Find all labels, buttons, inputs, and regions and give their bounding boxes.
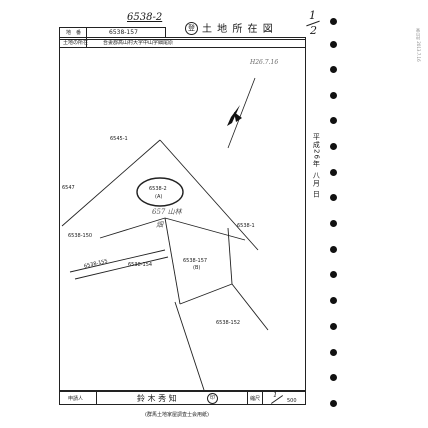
location-label: 土地の所在: [63, 40, 89, 46]
scale-value-cell: 1 500: [262, 391, 306, 405]
road-line: [69, 249, 166, 273]
page-denominator: 2: [310, 24, 317, 37]
handwritten-parcel-number: 6538-2: [127, 12, 163, 23]
side-date: 平成26年 八月 日: [312, 133, 321, 199]
parcel-label-6547: 6547: [62, 185, 75, 191]
document-title: 土 地 所 在 図: [202, 24, 274, 35]
parcel-label-6538-1: 6538-1: [237, 223, 255, 229]
scale-denominator: 500: [287, 398, 297, 404]
binder-hole: [330, 117, 337, 124]
scale-label: 縮尺: [250, 396, 261, 402]
parcel-label-6538-150: 6538-150: [68, 233, 93, 239]
binder-hole: [330, 323, 337, 330]
binder-hole: [330, 271, 337, 278]
location-value-cell: 吾妻郡高山村大字中山字細尾原: [86, 37, 306, 48]
binder-hole: [330, 349, 337, 356]
parcel-label-6538-2-sub: (A): [155, 194, 163, 200]
binder-hole: [330, 297, 337, 304]
boundary-line: [227, 227, 233, 285]
binder-hole: [330, 374, 337, 381]
binder-hole: [330, 220, 337, 227]
boundary-line: [231, 283, 269, 331]
parcel-label-6538-157: 6538-157: [183, 258, 208, 264]
north-arrow-icon: [227, 105, 240, 126]
scale-label-cell: 縮尺: [247, 391, 263, 405]
parcel-label-6538-2: 6538-2: [149, 186, 167, 192]
applicant-label-cell: 申請人: [59, 391, 97, 405]
binder-hole: [330, 194, 337, 201]
parcel-label-6538-157-sub: (B): [193, 265, 201, 271]
applicant-name: 鈴 木 秀 知: [137, 394, 177, 403]
margin-stamp-text: 高山村 2013.7.16: [416, 28, 421, 62]
binder-hole: [330, 246, 337, 253]
parcel-label-6538-152: 6538-152: [216, 320, 241, 326]
parcel-label: 地 番: [66, 30, 82, 36]
target-parcel-circle: [136, 177, 184, 207]
hand-note-1: 657 山林: [152, 208, 182, 216]
binder-hole: [330, 169, 337, 176]
boundary-line: [164, 217, 181, 305]
boundary-line: [99, 217, 166, 239]
association-footer: (群馬土地家屋調査士会用紙): [145, 412, 209, 418]
applicant-label: 申請人: [68, 396, 84, 402]
boundary-line: [61, 139, 161, 227]
page-fraction: 1 2: [305, 10, 321, 38]
applicant-name-cell: 鈴 木 秀 知 印: [96, 391, 248, 405]
hand-note-2: 畑: [156, 221, 163, 229]
location-value: 吾妻郡高山村大字中山字細尾原: [103, 40, 174, 46]
personal-seal-icon: 印: [207, 393, 218, 404]
binder-hole: [330, 400, 337, 407]
binder-hole: [330, 66, 337, 73]
document-frame: [59, 39, 306, 391]
registry-seal-icon: 登: [185, 22, 198, 35]
stamp-date: H26.7.16: [250, 59, 279, 66]
binder-hole: [330, 92, 337, 99]
north-arrow-shaft: [227, 77, 256, 149]
parcel-label-6545-1: 6545-1: [110, 136, 128, 142]
binder-hole: [330, 18, 337, 25]
binder-hole: [330, 143, 337, 150]
parcel-label-6538-154: 6538-154: [128, 262, 153, 268]
boundary-line: [164, 217, 246, 241]
page-numerator: 1: [309, 9, 316, 22]
scale-numerator: 1: [273, 391, 278, 399]
boundary-line: [174, 301, 205, 391]
road-line: [74, 256, 169, 280]
boundary-line: [179, 283, 233, 305]
boundary-line: [159, 139, 259, 251]
binder-hole: [330, 41, 337, 48]
parcel-value: 6538-157: [109, 29, 138, 36]
